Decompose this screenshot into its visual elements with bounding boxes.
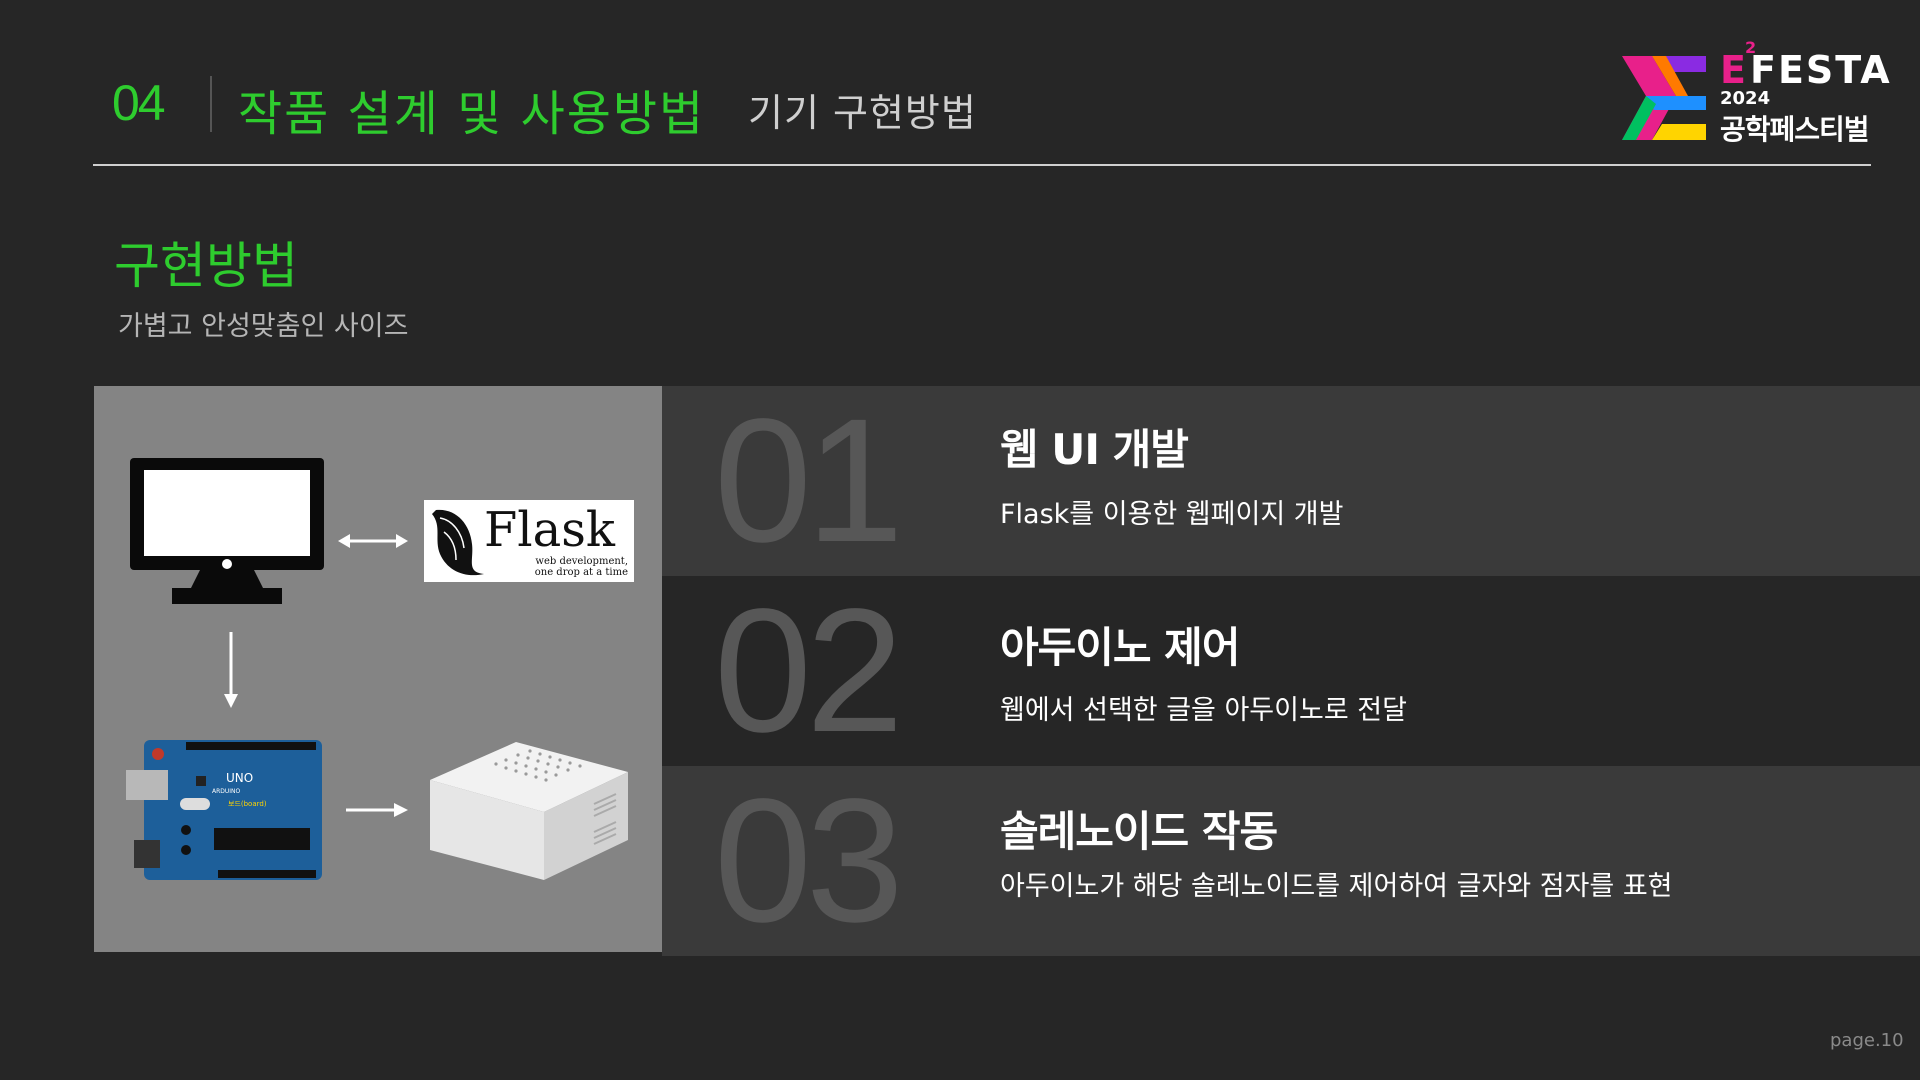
flask-logo-name: Flask (484, 502, 615, 558)
step-number: 03 (714, 763, 904, 959)
arduino-brand-label: ARDUINO (212, 788, 241, 795)
section-divider (210, 76, 212, 132)
festa-logo-mark (1622, 56, 1706, 140)
flask-logo: Flask web development, one drop at a tim… (424, 500, 634, 582)
arduino-model-label: UNO (226, 771, 253, 785)
flask-logo-tagline-1: web development, (535, 556, 628, 567)
right-arrow-icon (346, 803, 408, 817)
step-title: 웹 UI 개발 (1000, 425, 1189, 474)
arduino-board-image: UNO ARDUINO 보드(board) (126, 740, 322, 880)
step-title: 솔레노이드 작동 (1000, 807, 1278, 856)
device-enclosure-image (430, 742, 628, 880)
step-row-2: 02 아두이노 제어 웹에서 선택한 글을 아두이노로 전달 (662, 576, 1920, 766)
step-number: 01 (714, 383, 904, 579)
bidirectional-arrow-icon (338, 534, 408, 548)
down-arrow-icon (224, 632, 238, 708)
logo-year: 2024 (1720, 88, 1771, 109)
content-heading: 구현방법 (114, 237, 298, 295)
step-description: 아두이노가 해당 솔레노이드를 제어하여 글자와 점자를 표현 (1000, 871, 1673, 902)
step-number: 02 (714, 573, 904, 769)
logo-e-letter: E (1720, 48, 1746, 92)
step-description: 웹에서 선택한 글을 아두이노로 전달 (1000, 695, 1407, 726)
flask-logo-tagline-2: one drop at a time (534, 567, 628, 578)
content-subheading: 가볍고 안성맞춤인 사이즈 (118, 311, 409, 342)
arduino-board-label: 보드(board) (228, 800, 267, 808)
header-rule (93, 164, 1871, 166)
monitor-icon (130, 458, 324, 604)
logo-superscript: 2 (1745, 38, 1757, 57)
section-number: 04 (112, 75, 166, 131)
logo-festa: FESTA (1750, 48, 1892, 92)
step-title: 아두이노 제어 (1000, 623, 1240, 672)
logo-korean-name: 공학페스티벌 (1720, 113, 1870, 146)
page-number: page.10 (1830, 1030, 1904, 1051)
step-row-1: 01 웹 UI 개발 Flask를 이용한 웹페이지 개발 (662, 386, 1920, 576)
step-row-3: 03 솔레노이드 작동 아두이노가 해당 솔레노이드를 제어하여 글자와 점자를… (662, 766, 1920, 956)
section-subtitle: 기기 구현방법 (748, 91, 977, 135)
flask-horn-icon (432, 509, 484, 576)
section-title: 작품 설계 및 사용방법 (238, 86, 706, 142)
step-description: Flask를 이용한 웹페이지 개발 (1000, 499, 1344, 530)
